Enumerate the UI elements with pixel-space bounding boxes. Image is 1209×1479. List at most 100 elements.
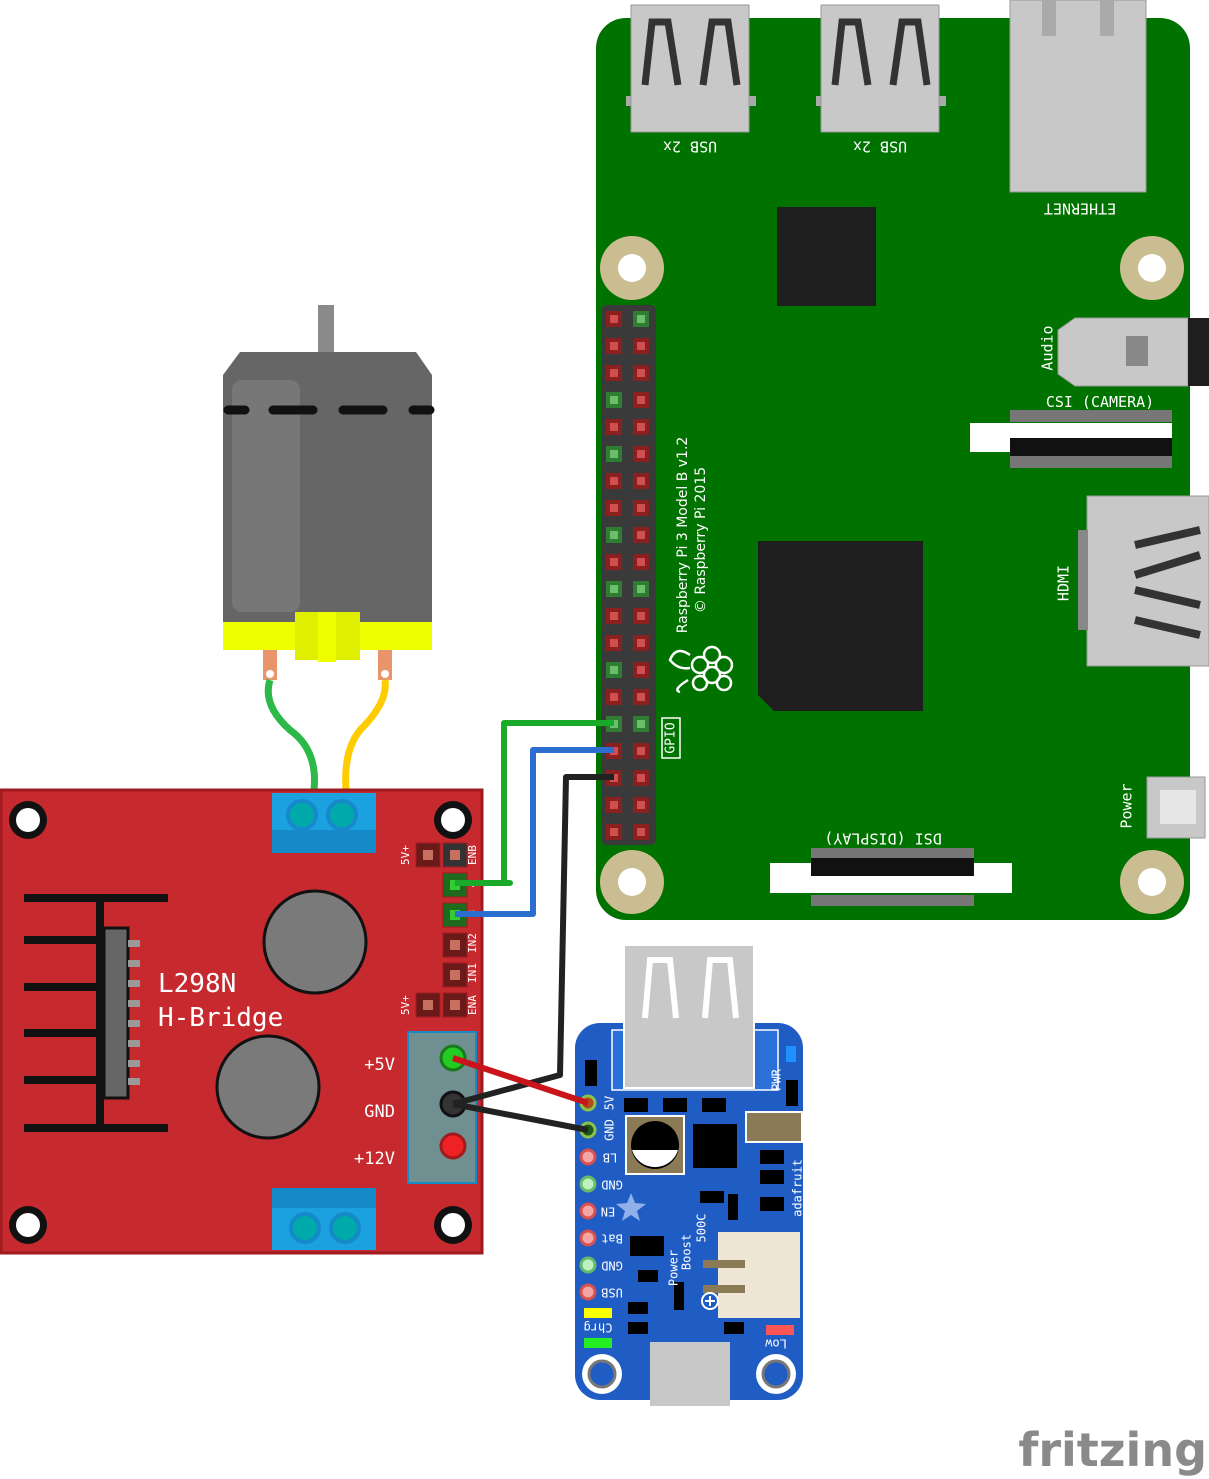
ethernet-label: ETHERNET bbox=[1044, 200, 1116, 218]
raspberry-pi-board: USB 2x USB 2x ETHERNET bbox=[596, 0, 1209, 920]
gpio-pin-pad bbox=[637, 504, 645, 512]
gpio-pin-pad bbox=[610, 585, 618, 593]
gpio-pin-pad bbox=[637, 477, 645, 485]
pwr-led-blue bbox=[786, 1046, 796, 1062]
adafruit-label: adafruit bbox=[791, 1159, 805, 1217]
l298n-mount-holes bbox=[9, 801, 472, 1244]
gpio-pin-pad bbox=[610, 693, 618, 701]
powerboost-pin bbox=[579, 1256, 597, 1274]
pin-label-lb: LB bbox=[603, 1151, 617, 1165]
capacitor-1 bbox=[262, 889, 368, 995]
gpio-pin-pad bbox=[610, 369, 618, 377]
gpio-pin-pad bbox=[637, 639, 645, 647]
powerboost-pin bbox=[579, 1148, 597, 1166]
gpio-pin-pad bbox=[610, 423, 618, 431]
pin-label-gnd-1: GND bbox=[603, 1119, 617, 1141]
gpio-pin-pad bbox=[637, 369, 645, 377]
gpio-pin-pad bbox=[610, 612, 618, 620]
cpu-chip-small bbox=[777, 207, 876, 306]
pin-label-5v: 5V bbox=[603, 1096, 617, 1110]
gpio-pin-pad bbox=[637, 801, 645, 809]
powerboost-name-1: Power bbox=[667, 1250, 681, 1286]
power-label-gnd: GND bbox=[364, 1102, 395, 1122]
wire-gpio-green bbox=[455, 720, 614, 886]
header-label-5v-bottom: 5V+ bbox=[399, 995, 412, 1015]
gpio-pin-pad bbox=[637, 450, 645, 458]
header-pin-pad bbox=[450, 850, 460, 860]
pin-label-usb: USB bbox=[601, 1286, 623, 1300]
gpio-pin-pad bbox=[610, 639, 618, 647]
gpio-pin-pad bbox=[637, 558, 645, 566]
header-label-ena: ENA bbox=[466, 995, 479, 1015]
gpio-pins bbox=[606, 311, 649, 840]
header-pin-pad bbox=[423, 1000, 433, 1010]
model-label: Raspberry Pi 3 Model B v1.2 bbox=[675, 437, 691, 634]
powerboost-name-3: 500C bbox=[695, 1214, 709, 1243]
audio-jack bbox=[1057, 317, 1209, 387]
pin-label-bat: Bat bbox=[601, 1232, 623, 1246]
micro-usb-power-port bbox=[1146, 776, 1206, 839]
dc-motor bbox=[223, 305, 435, 680]
gpio-pin-pad bbox=[637, 396, 645, 404]
pwr-label: PWR bbox=[770, 1068, 784, 1090]
motor-shaft bbox=[318, 305, 334, 355]
gpio-pin-pad bbox=[610, 558, 618, 566]
ethernet-port bbox=[1009, 0, 1147, 193]
soc-chip bbox=[758, 541, 923, 711]
gpio-pin-pad bbox=[610, 504, 618, 512]
micro-usb-port bbox=[650, 1342, 730, 1406]
pin-label-en: EN bbox=[601, 1205, 615, 1219]
raspberry-logo bbox=[668, 645, 734, 694]
motor-terminal-block-a bbox=[272, 793, 376, 853]
gpio-pin-pad bbox=[637, 774, 645, 782]
gpio-pin-pad bbox=[610, 396, 618, 404]
csi-label: CSI (CAMERA) bbox=[1046, 393, 1154, 411]
gpio-pin-pad bbox=[637, 828, 645, 836]
header-pin-pad bbox=[450, 970, 460, 980]
wire-motor-yellow bbox=[342, 679, 389, 791]
powerboost-pin bbox=[579, 1202, 597, 1220]
wire-motor-green bbox=[264, 678, 318, 791]
header-pin-pad bbox=[423, 850, 433, 860]
header-label-in2: IN2 bbox=[466, 933, 479, 953]
power-label-12v: +12V bbox=[354, 1149, 395, 1169]
copyright-label: © Raspberry Pi 2015 bbox=[693, 467, 709, 613]
gpio-pin-pad bbox=[610, 666, 618, 674]
powerboost-pin bbox=[579, 1283, 597, 1301]
l298n-chip bbox=[102, 926, 140, 1100]
smd-components bbox=[585, 1060, 798, 1334]
header-pin-pad bbox=[450, 940, 460, 950]
l298n-board: L298N H-Bridge +5V GND +12V 5V+ 5V+ ENB … bbox=[0, 788, 484, 1255]
gpio-pin-pad bbox=[610, 315, 618, 323]
plus-marking bbox=[701, 1292, 719, 1310]
heatsink bbox=[24, 894, 168, 1132]
adafruit-star-logo bbox=[616, 1193, 646, 1221]
inductor bbox=[625, 1115, 685, 1175]
gpio-label-box bbox=[661, 717, 681, 759]
gpio-pin-pad bbox=[610, 531, 618, 539]
capacitor-2 bbox=[215, 1034, 321, 1140]
gpio-pin-pad bbox=[637, 423, 645, 431]
gpio-pin-pad bbox=[610, 828, 618, 836]
gpio-pin-pad bbox=[637, 585, 645, 593]
terminal-12v bbox=[439, 1132, 467, 1160]
chrg-led-green bbox=[584, 1338, 612, 1348]
usb-port-2 bbox=[816, 4, 946, 133]
gpio-pin-pad bbox=[637, 531, 645, 539]
header-label-in1: IN1 bbox=[466, 963, 479, 983]
chrg-led-yellow bbox=[584, 1308, 612, 1318]
gpio-pin-pad bbox=[610, 342, 618, 350]
hdmi-port bbox=[1078, 495, 1209, 667]
battery-jst-connector bbox=[703, 1232, 800, 1318]
usb-2-label: USB 2x bbox=[853, 138, 907, 156]
gpio-pin-pad bbox=[610, 801, 618, 809]
wire-gpio-black bbox=[452, 774, 614, 1107]
pin-label-gnd-2: GND bbox=[601, 1178, 623, 1192]
power-label-5v: +5V bbox=[364, 1055, 395, 1075]
power-label: Power bbox=[1118, 783, 1136, 828]
powerboost-pin bbox=[579, 1229, 597, 1247]
powerboost-pin bbox=[579, 1175, 597, 1193]
header-pin-pad bbox=[450, 1000, 460, 1010]
powerboost-name-2: Boost bbox=[680, 1234, 694, 1270]
